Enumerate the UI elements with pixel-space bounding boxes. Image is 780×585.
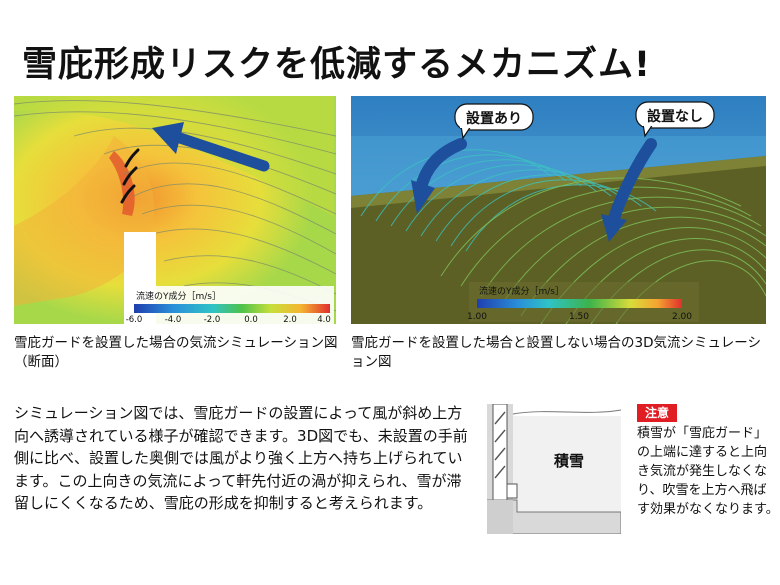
snow-accumulation-diagram: 積雪 [486,403,622,535]
right-caption: 雪庇ガードを設置した場合と設置しない場合の3D気流シミュレーション図 [351,335,761,370]
right-legend-tick: 1.50 [569,312,589,322]
explanation-paragraph: シミュレーション図では、雪庇ガードの設置によって風が斜め上方向へ誘導されている様… [14,404,468,512]
left-caption: 雪庇ガードを設置した場合の気流シミュレーション図（断面） [14,335,338,370]
note-badge: 注意 [637,404,678,422]
3d-simulation: 設置あり 設置なし 流速のY成分［m/s］ 1.00 1.50 2.00 [351,96,766,324]
left-legend-tick: 0.0 [244,315,258,324]
page-title: 雪庇形成リスクを低減するメカニズム! [22,45,651,85]
cross-section-simulation: 流速のY成分［m/s］ -6.0 -4.0 -2.0 0.0 2.0 4.0 [14,96,336,324]
note-text: 積雪が「雪庇ガード」の上端に達すると上向き気流が発生しなくなり、吹雪を上方へ飛ば… [637,426,779,517]
left-legend-tick: 2.0 [283,315,297,324]
left-legend-title: 流速のY成分［m/s］ [136,290,221,302]
left-legend-tick: -2.0 [204,315,221,324]
cross-section-image: 流速のY成分［m/s］ -6.0 -4.0 -2.0 0.0 2.0 4.0 [14,96,336,324]
left-legend-tick: -4.0 [165,315,182,324]
callout-with-guard: 設置あり [454,103,534,140]
callout-without-guard: 設置なし [635,101,715,138]
right-legend-tick: 2.00 [672,312,692,322]
right-legend-title: 流速のY成分［m/s］ [479,285,564,297]
snow-label: 積雪 [553,452,584,470]
label-without-guard: 設置なし [647,108,703,125]
left-legend-tick: 4.0 [317,315,331,324]
3d-simulation-image: 設置あり 設置なし 流速のY成分［m/s］ 1.00 1.50 2.00 [351,96,766,324]
label-with-guard: 設置あり [466,110,522,127]
left-legend-tick: -6.0 [126,315,143,324]
right-legend-tick: 1.00 [467,312,487,322]
